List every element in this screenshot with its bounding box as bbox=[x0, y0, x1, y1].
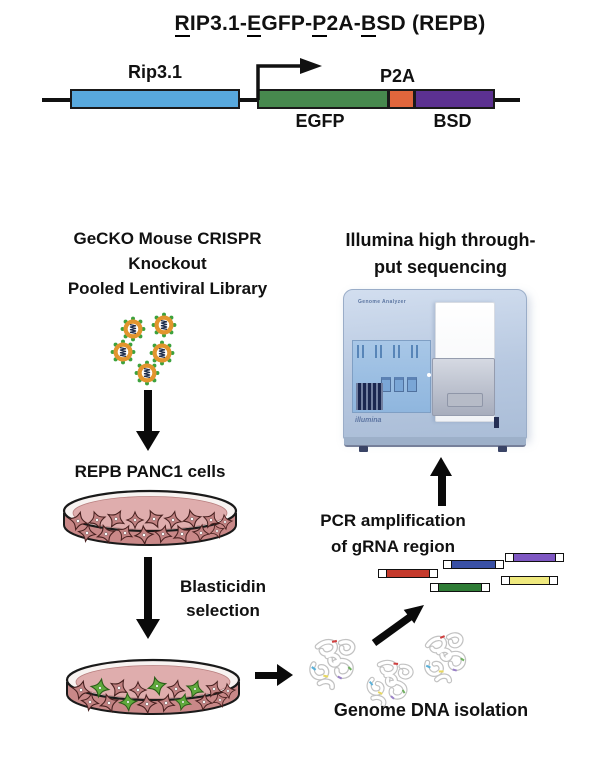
pcr-line-1: PCR amplification bbox=[320, 511, 466, 530]
illumina-line-1: Illumina high through- bbox=[345, 230, 536, 250]
fragment-end bbox=[379, 570, 386, 577]
bsd-label: BSD bbox=[433, 111, 472, 131]
fragment-end bbox=[502, 577, 509, 584]
fragment-insert bbox=[386, 570, 430, 577]
construct-title-part: GFP- bbox=[261, 12, 313, 35]
sequencer-flap bbox=[432, 358, 495, 416]
sequencer-base bbox=[344, 437, 526, 447]
construct-title-part: E bbox=[247, 12, 262, 38]
petri-dish-icon bbox=[65, 658, 241, 715]
lentivirus-icon bbox=[110, 339, 136, 365]
construct-title-part: B bbox=[360, 12, 377, 38]
reagent-bottle bbox=[394, 377, 404, 392]
sample-slots bbox=[357, 345, 426, 358]
right-arrow-head bbox=[277, 664, 293, 686]
fragment-end bbox=[431, 584, 438, 591]
fragment-end bbox=[556, 554, 563, 561]
egfp-label: EGFP bbox=[295, 111, 345, 131]
illumina-line-2: put sequencing bbox=[373, 257, 507, 277]
chromosome-cluster-icon bbox=[424, 632, 467, 684]
p2a-box bbox=[388, 89, 415, 109]
lentivirus-icon bbox=[134, 360, 160, 386]
fragment-end bbox=[506, 554, 513, 561]
lentivirus-icon bbox=[151, 312, 177, 338]
construct-title-part: IP3.1- bbox=[189, 12, 248, 35]
dna-fragment-red bbox=[378, 569, 438, 578]
down-arrow-icon bbox=[144, 390, 152, 433]
genome-dna-label: Genome DNA isolation bbox=[333, 700, 529, 720]
chromosome-cluster-icon bbox=[309, 639, 356, 691]
dna-fragment-green bbox=[430, 583, 490, 592]
dna-fragment-purple bbox=[505, 553, 564, 562]
sequencer-model-label: Genome Analyzer bbox=[358, 299, 407, 305]
lentivirus-icon bbox=[149, 340, 175, 366]
library-label: GeCKO Mouse CRISPR Knockout Pooled Lenti… bbox=[25, 226, 310, 301]
sequencer-illustration: Genome Analyzer illumina bbox=[343, 289, 527, 453]
down-arrow-icon bbox=[144, 557, 152, 620]
construct-title-part: SD (REPB) bbox=[376, 12, 486, 35]
library-line-1: GeCKO Mouse CRISPR bbox=[73, 229, 262, 248]
flap-handle-slot bbox=[447, 393, 483, 407]
fragment-insert bbox=[451, 561, 496, 568]
reagent-bottle bbox=[407, 377, 417, 392]
p2a-label: P2A bbox=[379, 66, 415, 86]
rip3-box bbox=[70, 89, 240, 109]
reagent-rack bbox=[356, 383, 383, 410]
down-arrow-head bbox=[136, 619, 160, 639]
fragment-insert bbox=[509, 577, 550, 584]
up-arrow-head bbox=[430, 457, 452, 476]
library-line-3: Pooled Lentiviral Library bbox=[67, 279, 268, 298]
right-arrow-icon bbox=[255, 672, 279, 679]
fragment-end bbox=[444, 561, 451, 568]
sequencer-foot bbox=[498, 446, 507, 452]
fragment-insert bbox=[513, 554, 556, 561]
illumina-label: Illumina high through- put sequencing bbox=[318, 227, 563, 281]
promoter-arrow-icon bbox=[256, 58, 322, 100]
lentivirus-icon bbox=[120, 316, 146, 342]
construct-title-part: R bbox=[174, 12, 190, 38]
latch-dot bbox=[427, 373, 431, 377]
construct-title: RIP3.1-EGFP-P2A-BSD (REPB) bbox=[130, 12, 530, 38]
sequencer-brand-label: illumina bbox=[355, 417, 382, 424]
fragment-end bbox=[430, 570, 437, 577]
repb-cells-label: REPB PANC1 cells bbox=[74, 462, 226, 481]
petri-dish-icon bbox=[62, 489, 238, 547]
reagent-window bbox=[352, 340, 431, 413]
fragment-end bbox=[482, 584, 489, 591]
fragment-insert bbox=[438, 584, 482, 591]
chromosome-cluster-icon bbox=[366, 659, 414, 708]
rip3-label: Rip3.1 bbox=[127, 62, 183, 82]
blasticidin-line-1: Blasticidin bbox=[180, 577, 266, 596]
fragment-end bbox=[550, 577, 557, 584]
pcr-label: PCR amplification of gRNA region bbox=[298, 508, 488, 560]
pcr-line-2: of gRNA region bbox=[330, 537, 456, 556]
up-arrow-icon bbox=[438, 474, 446, 506]
construct-title-part: 2A- bbox=[326, 12, 361, 35]
blasticidin-line-2: selection bbox=[186, 601, 260, 620]
fragment-end bbox=[496, 561, 503, 568]
dna-fragment-yellow bbox=[501, 576, 558, 585]
power-button bbox=[494, 417, 499, 428]
library-line-2: Knockout bbox=[128, 254, 207, 273]
bsd-box bbox=[414, 89, 495, 109]
sequencer-foot bbox=[359, 446, 368, 452]
dna-fragment-blue bbox=[443, 560, 504, 569]
down-arrow-head bbox=[136, 431, 160, 451]
blasticidin-label: Blasticidin selection bbox=[163, 575, 283, 623]
diagonal-arrow-icon bbox=[371, 605, 424, 647]
construct-title-part: P bbox=[312, 12, 327, 38]
